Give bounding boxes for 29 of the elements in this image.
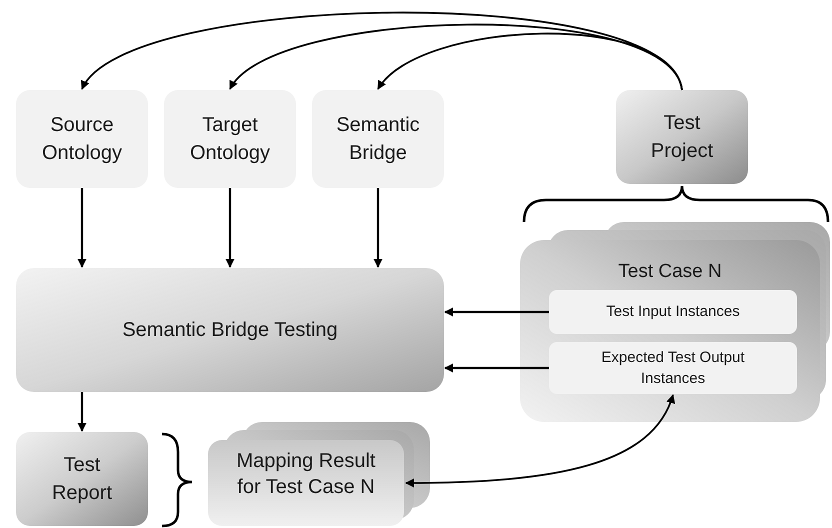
node-label: Source Ontology bbox=[40, 113, 124, 166]
container-box bbox=[520, 240, 820, 422]
arrow bbox=[374, 188, 382, 268]
node-label: Expected Test Output Instances bbox=[600, 348, 746, 389]
arrow bbox=[377, 32, 683, 90]
arrow bbox=[81, 12, 683, 90]
arrow bbox=[405, 394, 674, 488]
node-label: Test Report bbox=[50, 453, 114, 506]
node-label: Semantic Bridge Testing bbox=[121, 318, 339, 343]
process-box bbox=[164, 90, 296, 188]
data-box bbox=[549, 342, 797, 394]
data-box bbox=[549, 290, 797, 334]
node-label: Semantic Bridge bbox=[335, 113, 421, 166]
process-box bbox=[312, 90, 444, 188]
process-box bbox=[16, 268, 444, 392]
arrow bbox=[226, 188, 234, 268]
arrow bbox=[444, 364, 549, 372]
arrow bbox=[78, 392, 86, 432]
node-label: Test Case N bbox=[617, 260, 723, 284]
arrow bbox=[78, 188, 86, 268]
arrow bbox=[444, 308, 549, 316]
process-box bbox=[16, 90, 148, 188]
node-label: Test Input Instances bbox=[605, 302, 741, 322]
node-label: Target Ontology bbox=[188, 113, 272, 166]
node-label: Mapping Result for Test Case N bbox=[236, 449, 376, 500]
output-box bbox=[208, 440, 404, 526]
output-box bbox=[16, 432, 148, 526]
node-label: Test Project bbox=[650, 111, 714, 164]
process-box bbox=[616, 90, 748, 184]
